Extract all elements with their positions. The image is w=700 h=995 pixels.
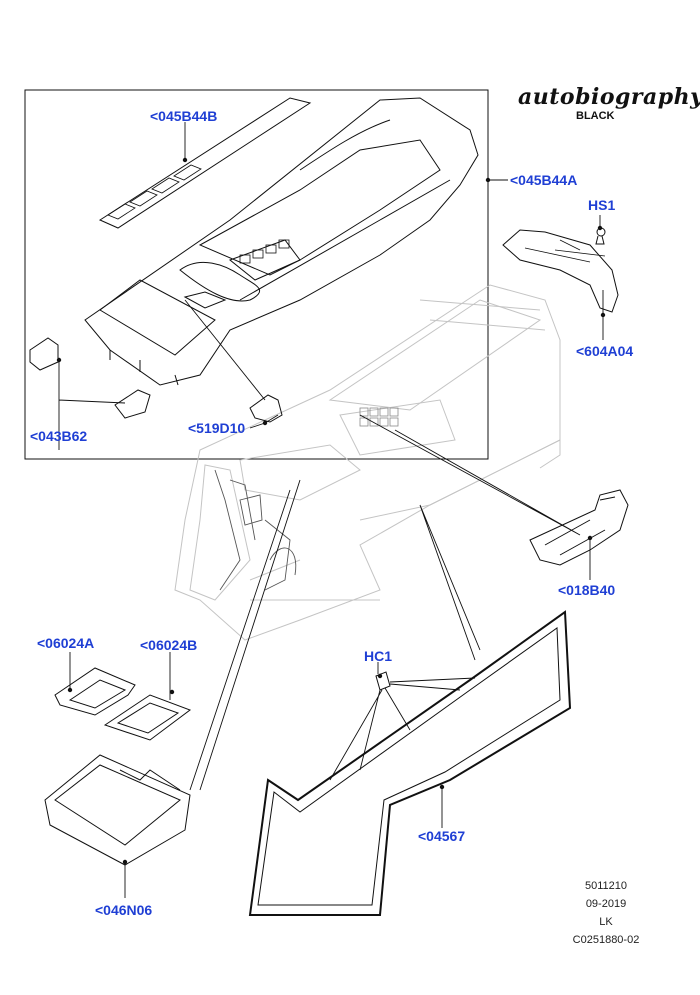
callout-HS1[interactable]: HS1 — [588, 197, 616, 213]
callout-046N06[interactable]: <046N06 — [95, 902, 153, 918]
inset-frame — [24, 89, 489, 460]
part-045B44B-strip — [98, 97, 312, 229]
footer-drawing-id: C0251880-02 — [572, 934, 640, 946]
part-604A04-detail — [524, 239, 606, 263]
part-045B44A-lid — [84, 97, 479, 386]
callout-043B62[interactable]: <043B62 — [30, 428, 88, 444]
leader-lines — [58, 122, 604, 898]
part-06024B-mat — [103, 694, 192, 741]
part-043B62-cover-b — [114, 389, 151, 419]
callout-06024A[interactable]: <06024A — [37, 635, 95, 651]
footer-date: 09-2019 — [585, 898, 627, 910]
part-046N06-tray — [44, 754, 191, 866]
part-045B44A-buttons — [239, 239, 290, 264]
part-045B44B-slots — [107, 164, 202, 220]
callout-HC1[interactable]: HC1 — [364, 648, 393, 664]
brand-variant: BLACK — [576, 110, 615, 122]
part-519D10-latch — [249, 394, 283, 423]
callout-604A04[interactable]: <604A04 — [576, 343, 634, 359]
part-06024A-mat — [54, 667, 136, 716]
callout-018B40[interactable]: <018B40 — [558, 582, 616, 598]
part-043B62-cover-a — [29, 337, 59, 371]
part-604A04-trim — [502, 229, 619, 313]
brand-logo: autobiography — [518, 84, 700, 110]
part-HC1-clip — [375, 671, 391, 691]
callout-06024B[interactable]: <06024B — [140, 637, 198, 653]
part-04567-inner — [257, 627, 561, 906]
console-body-ghost — [174, 284, 561, 641]
leader-dots — [56, 157, 606, 865]
part-HS1-screw — [595, 227, 606, 245]
footer-ref: 5011210 — [584, 880, 627, 892]
callout-045B44B[interactable]: <045B44B — [150, 108, 218, 124]
console-switch-cluster — [359, 407, 399, 427]
callout-519D10[interactable]: <519D10 — [188, 420, 246, 436]
console-internals — [214, 469, 297, 591]
part-018B40-bracket — [529, 489, 629, 566]
callout-04567[interactable]: <04567 — [418, 828, 466, 844]
part-04567-panel — [248, 610, 572, 916]
callout-045B44A[interactable]: <045B44A — [510, 172, 578, 188]
footer-initials: LK — [599, 916, 613, 928]
